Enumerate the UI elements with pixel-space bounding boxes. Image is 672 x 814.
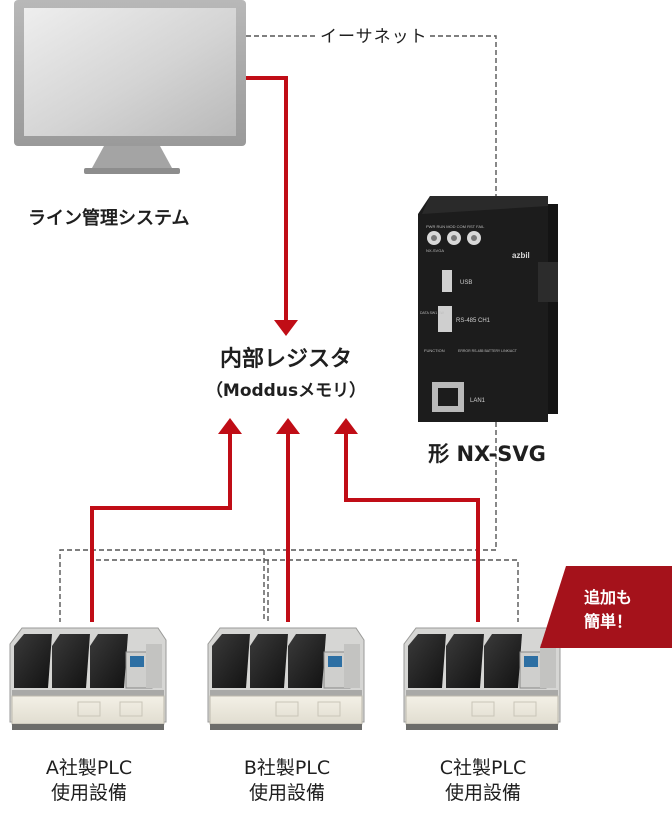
ethernet-line-top <box>246 35 497 196</box>
ethernet-line-device-down <box>59 422 497 622</box>
data-arrows <box>90 76 480 622</box>
ethernet-line-second-row <box>96 559 519 622</box>
plc-b-name: B社製PLC <box>243 757 331 779</box>
badge-line-1: 追加も <box>583 588 632 607</box>
management-system-label: ライン管理システム <box>28 208 190 229</box>
device-lan-label: LAN1 <box>470 398 486 404</box>
device-switch-label: DATA SW1 SW <box>420 311 444 315</box>
plc-c-caption: C社製PLC 使用設備 <box>408 756 558 806</box>
device-usb-label: USB <box>460 280 472 286</box>
arrowhead-up-c-icon <box>334 418 358 434</box>
device-model-label: 形 NX-SVG <box>428 442 546 466</box>
plc-a-name: A社製PLC <box>45 757 133 779</box>
plc-c-name: C社製PLC <box>439 757 527 779</box>
plc-b-desc: 使用設備 <box>248 782 325 804</box>
rotary-switch-icon <box>427 231 481 245</box>
rs485-terminal-icon <box>438 306 452 332</box>
arrowhead-down-icon <box>274 320 298 336</box>
plc-a-caption: A社製PLC 使用設備 <box>14 756 164 806</box>
arrow-plc-c-to-register <box>344 432 480 622</box>
monitor-icon <box>14 0 246 174</box>
plc-unit-c <box>403 627 561 731</box>
plc-a-desc: 使用設備 <box>50 782 127 804</box>
arrow-management-to-register <box>246 76 288 322</box>
plc-unit-a <box>9 627 167 731</box>
device-brand: azbil <box>512 251 530 260</box>
usb-port-icon <box>442 270 452 292</box>
plc-c-desc: 使用設備 <box>444 782 521 804</box>
device-function-label: FUNCTION <box>424 348 445 353</box>
plc-b-caption: B社製PLC 使用設備 <box>212 756 362 806</box>
easy-to-add-badge <box>540 566 672 648</box>
arrowhead-up-b-icon <box>276 418 300 434</box>
device-rs485-label: RS-485 CH1 <box>456 318 491 324</box>
plc-unit-b <box>207 627 365 731</box>
arrow-plc-a-to-register <box>90 432 232 622</box>
arrowhead-up-a-icon <box>218 418 242 434</box>
badge-line-2: 簡単！ <box>583 612 632 631</box>
ethernet-label: イーサネット <box>318 22 430 47</box>
nx-svg-device: azbil PWR RUN MOD COM RST FAIL NX-SVGA U… <box>418 196 558 422</box>
device-status-label: ERROR RS-485 BATTERY LINK/ACT <box>458 349 518 353</box>
device-leds-label: PWR RUN MOD COM RST FAIL <box>426 224 485 229</box>
device-model-print: NX-SVGA <box>426 248 444 253</box>
register-subtitle: （Moddusメモリ） <box>205 381 367 401</box>
register-title: 内部レジスタ <box>219 347 352 372</box>
